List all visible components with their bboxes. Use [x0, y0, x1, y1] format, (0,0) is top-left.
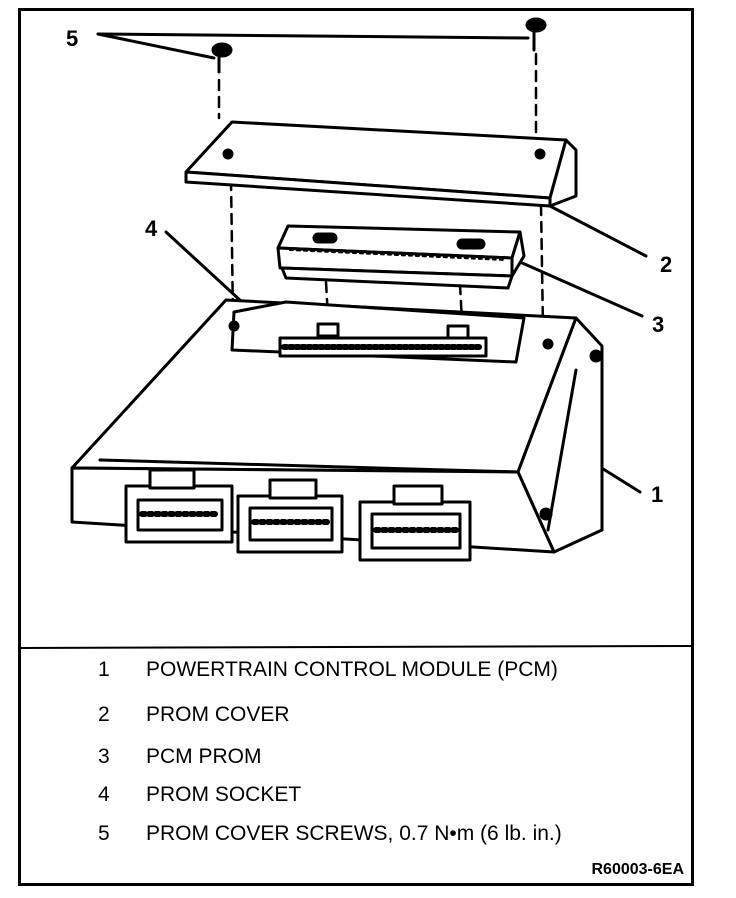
- legend-label: PROM COVER SCREWS, 0.7 N•m (6 lb. in.): [146, 822, 562, 845]
- legend-label: POWERTRAIN CONTROL MODULE (PCM): [146, 658, 558, 681]
- pcm-connector-right: [358, 484, 472, 562]
- prom-socket: [278, 322, 488, 358]
- callout-5: 5: [66, 26, 79, 51]
- legend-number: 1: [98, 658, 110, 681]
- pcm-connector-center: [236, 478, 344, 554]
- prom-cover: [184, 120, 578, 208]
- callout-1: 1: [651, 482, 664, 507]
- legend-label: PROM SOCKET: [146, 783, 302, 806]
- callout-4: 4: [145, 216, 158, 241]
- figure-reference-code: R60003-6EA: [591, 861, 685, 878]
- legend-label: PROM COVER: [146, 703, 290, 726]
- prom-cover-screw-left: [211, 42, 233, 74]
- pcm-prom-chip: [276, 224, 526, 290]
- legend-divider: [19, 645, 693, 649]
- legend-label: PCM PROM: [146, 745, 262, 768]
- legend-number: 3: [98, 745, 110, 768]
- legend-number: 4: [98, 783, 110, 806]
- callout-3: 3: [652, 312, 665, 337]
- assembly-guide-lines: [217, 52, 545, 330]
- callout-2: 2: [660, 252, 673, 277]
- legend-number: 2: [98, 703, 110, 726]
- legend-number: 5: [98, 822, 110, 845]
- prom-cover-screw-right: [525, 17, 547, 52]
- diagram-frame: [18, 8, 694, 886]
- pcm-connector-left: [124, 468, 234, 544]
